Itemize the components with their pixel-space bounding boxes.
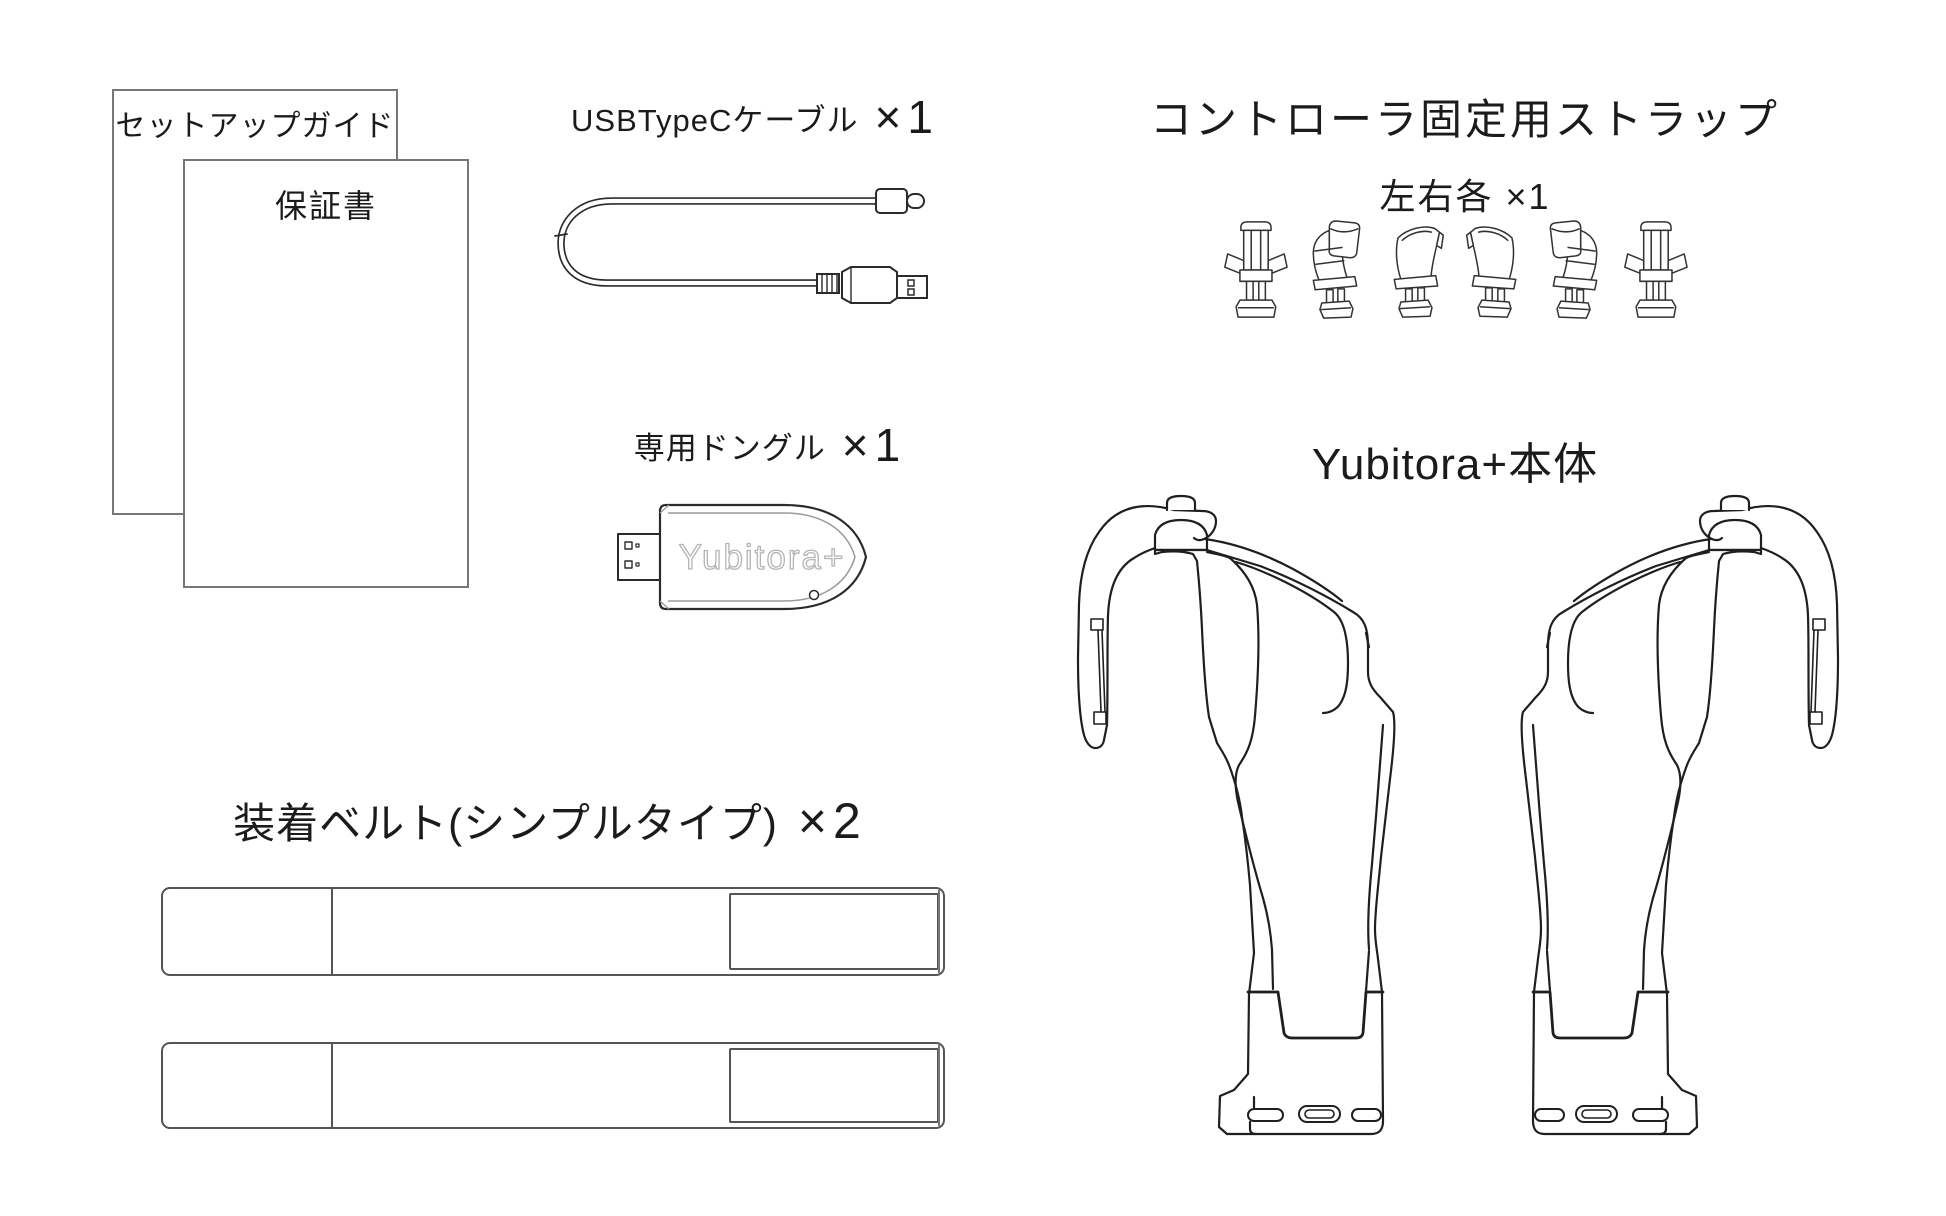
belt-patch: [729, 893, 939, 970]
main-unit-right-drawing: [1520, 494, 1840, 1136]
strap-clip-drawing: [1312, 220, 1361, 319]
setup-guide-label: セットアップガイド: [115, 110, 395, 143]
belt-label: 装着ベルト(シンプルタイプ): [233, 800, 778, 847]
usb-cable-qty: ×1: [874, 91, 939, 143]
main-unit-left-drawing: [1076, 494, 1396, 1136]
belt-qty: ×2: [797, 792, 867, 849]
belt-divider-line: [331, 1044, 333, 1127]
usb-cable-label: USBTypeCケーブル: [571, 102, 859, 138]
dongle-engraving: Yubitora+: [679, 538, 846, 577]
belt-tip-line: [938, 1045, 940, 1126]
straps-title: コントローラ固定用ストラップ: [1149, 96, 1780, 143]
straps-subtitle: 左右各 ×1: [1379, 176, 1551, 217]
belt-divider-line: [331, 889, 333, 974]
usb-cable-caption: USBTypeCケーブル ×1: [540, 90, 970, 144]
warranty-label: 保証書: [274, 188, 377, 224]
usb-cable-drawing: [554, 188, 928, 304]
dongle-caption: 専用ドングル ×1: [570, 418, 970, 472]
dongle-drawing: Yubitora+: [617, 503, 868, 611]
belt-drawing: [161, 887, 945, 976]
belt-patch: [729, 1048, 939, 1123]
warranty-paper: 保証書: [183, 159, 469, 588]
strap-clip-drawing: [1549, 220, 1598, 319]
strap-clip-drawing: [1624, 221, 1688, 318]
dongle-qty: ×1: [841, 419, 907, 471]
belt-drawing: [161, 1042, 945, 1129]
dongle-label: 専用ドングル: [633, 430, 826, 466]
strap-clips-row: [1222, 217, 1688, 323]
strap-clip-drawing: [1393, 226, 1445, 318]
main-unit-title: Yubitora+本体: [1311, 440, 1599, 489]
strap-clip-drawing: [1224, 221, 1288, 318]
strap-clip-drawing: [1465, 226, 1517, 318]
belt-tip-line: [938, 890, 940, 973]
belt-caption: 装着ベルト(シンプルタイプ) ×2: [150, 790, 950, 851]
main-unit-drawings: [1076, 494, 1840, 1136]
